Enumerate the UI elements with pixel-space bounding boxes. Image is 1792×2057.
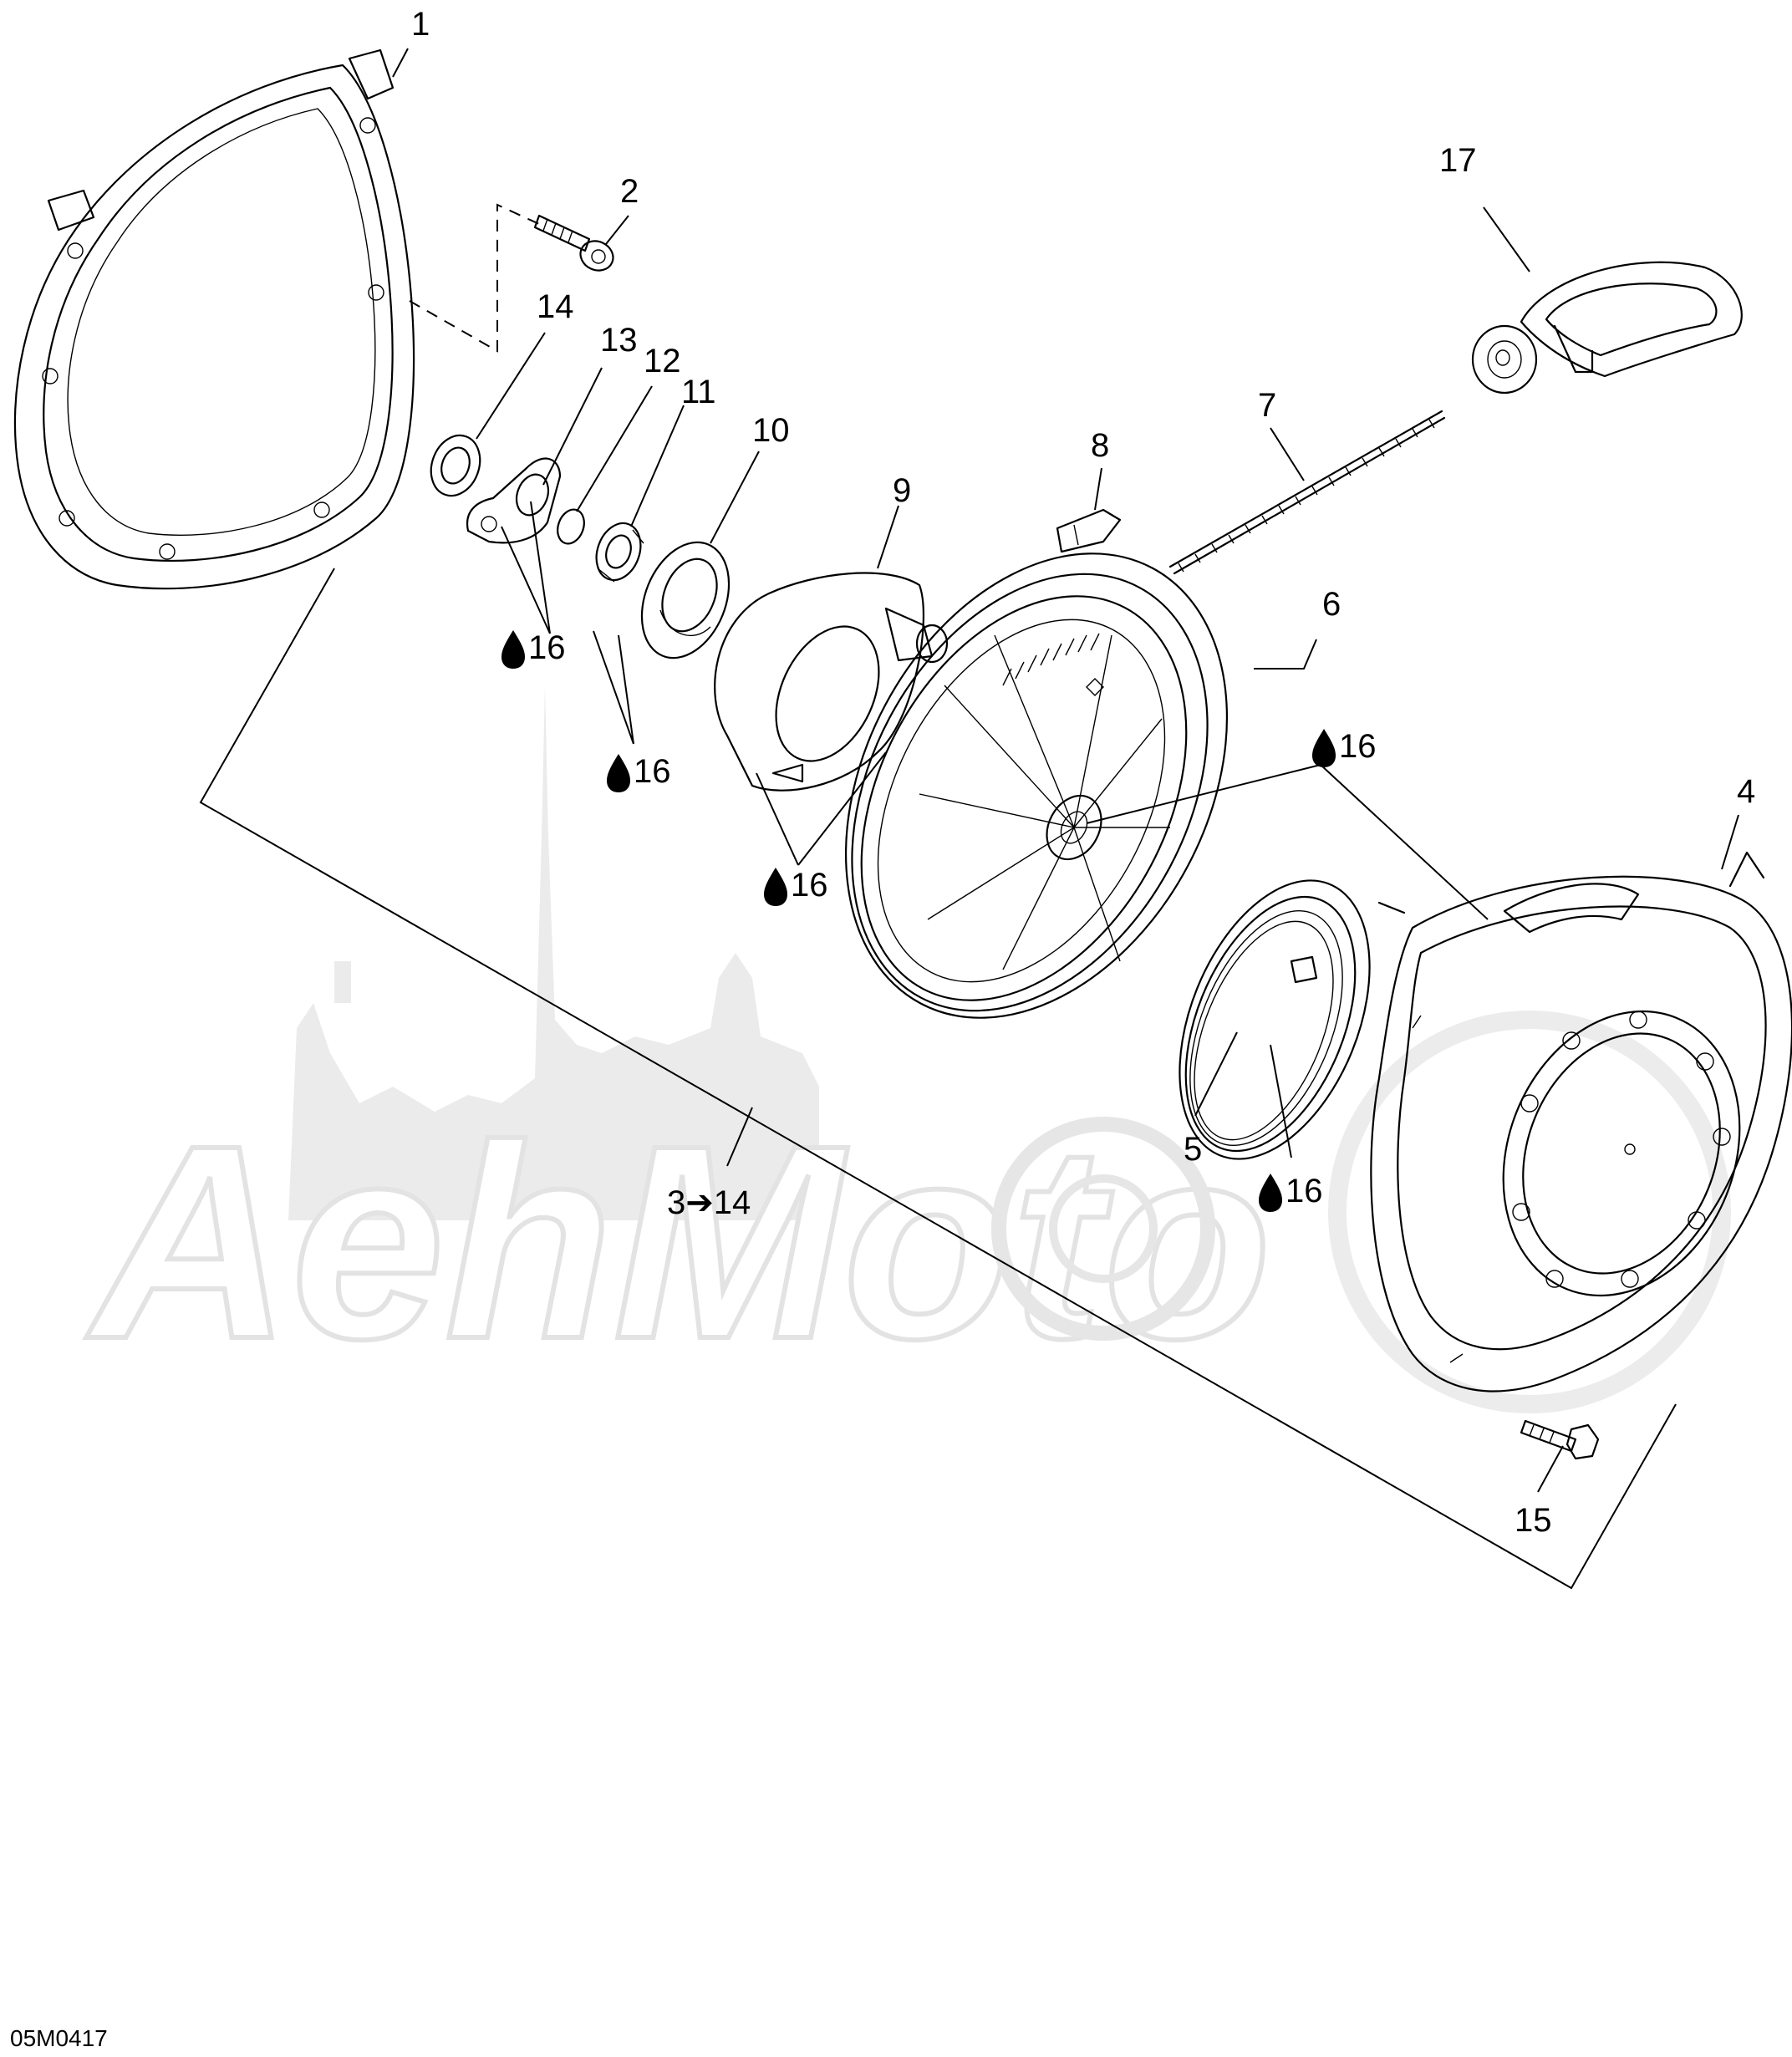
watermark: AehMoto <box>81 685 1731 1413</box>
oil-drop-icon <box>764 868 787 906</box>
callout-6: 6 <box>1322 586 1341 623</box>
part-11-bushing <box>595 522 644 583</box>
part-17-handle <box>1471 261 1743 395</box>
part-7-rope <box>1168 410 1446 575</box>
drawing-code: 05M0417 <box>10 2025 108 2051</box>
callout-1: 1 <box>411 6 430 43</box>
callout-15: 15 <box>1515 1502 1552 1539</box>
part-4-starter-housing <box>1370 851 1792 1393</box>
svg-text:16: 16 <box>528 629 566 666</box>
part-12-washer <box>557 508 585 545</box>
svg-text:16: 16 <box>1285 1173 1323 1209</box>
callout-8: 8 <box>1091 427 1109 464</box>
callouts: 1 2 14 13 12 11 10 9 8 7 6 4 17 5 15 3➔1… <box>411 6 1755 1539</box>
leader-lines <box>392 48 1739 1493</box>
lube-callout-e: 16 <box>1259 1173 1323 1212</box>
assembly-group-line <box>199 568 1677 1590</box>
callout-13: 13 <box>600 322 638 359</box>
oil-drop-icon <box>1312 729 1336 767</box>
watermark-text: AehMoto <box>84 1087 1272 1396</box>
part-5-recoil-spring <box>1179 879 1406 1160</box>
callout-5: 5 <box>1184 1131 1202 1168</box>
part-10-spring <box>640 541 731 659</box>
callout-range-3-14: 3➔14 <box>667 1184 751 1221</box>
callout-17: 17 <box>1439 142 1477 179</box>
part-8-pawl <box>1056 508 1122 553</box>
part-13-bracket <box>466 457 562 544</box>
svg-text:16: 16 <box>1339 728 1377 765</box>
svg-text:16: 16 <box>791 867 828 904</box>
lube-callout-b: 16 <box>607 753 671 792</box>
guide-line-1-2 <box>409 203 540 353</box>
oil-drop-icon <box>501 630 525 669</box>
lube-callout-a: 16 <box>501 629 566 669</box>
oil-drop-icon <box>1259 1174 1282 1212</box>
svg-text:16: 16 <box>634 753 671 790</box>
oil-drop-icon <box>607 754 630 792</box>
lube-callout-d: 16 <box>1312 728 1377 767</box>
part-1-housing-ring <box>13 48 415 590</box>
lube-callout-c: 16 <box>764 867 828 906</box>
callout-12: 12 <box>644 343 681 379</box>
callout-4: 4 <box>1737 773 1755 810</box>
part-6-pulley <box>844 552 1229 1019</box>
callout-2: 2 <box>620 173 639 210</box>
part-15-bolt <box>1520 1419 1600 1460</box>
part-9-cam-housing <box>714 572 949 792</box>
callout-11: 11 <box>681 374 716 410</box>
part-14-seal <box>430 434 481 497</box>
callout-7: 7 <box>1258 387 1276 424</box>
callout-10: 10 <box>752 412 790 449</box>
part-2-screw <box>533 214 614 272</box>
callout-14: 14 <box>537 288 574 325</box>
callout-9: 9 <box>893 472 911 509</box>
